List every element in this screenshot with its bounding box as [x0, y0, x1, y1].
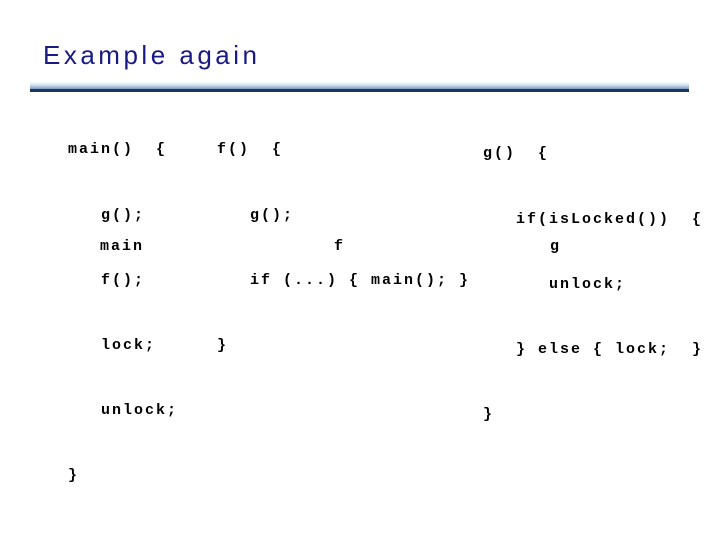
code-line: f();	[68, 271, 146, 289]
code-line: g();	[68, 206, 146, 224]
code-line: unlock;	[68, 401, 179, 419]
slide-title: Example again	[43, 40, 261, 70]
code-line: }	[217, 336, 229, 354]
code-line: lock;	[68, 336, 157, 354]
code-line: } else { lock; }	[483, 340, 704, 358]
code-line: g() {	[483, 145, 550, 163]
function-label-f: f	[334, 238, 346, 255]
code-block-f: f() { g(); if (...) { main(); } }	[217, 96, 470, 400]
code-line: }	[483, 405, 495, 423]
title-divider-rule	[30, 82, 689, 92]
code-line: unlock;	[483, 275, 627, 293]
code-line: main() {	[68, 141, 168, 159]
code-line: g();	[217, 206, 295, 224]
function-label-g: g	[550, 238, 562, 255]
code-line: f() {	[217, 141, 284, 159]
code-line: if(isLocked()) {	[483, 210, 704, 228]
code-block-g: g() { if(isLocked()) { unlock; } else { …	[483, 100, 703, 469]
function-label-main: main	[100, 238, 145, 255]
code-line: }	[68, 466, 80, 484]
code-block-main: main() { g(); f(); lock; unlock; }	[68, 96, 178, 530]
code-line: if (...) { main(); }	[217, 271, 471, 289]
